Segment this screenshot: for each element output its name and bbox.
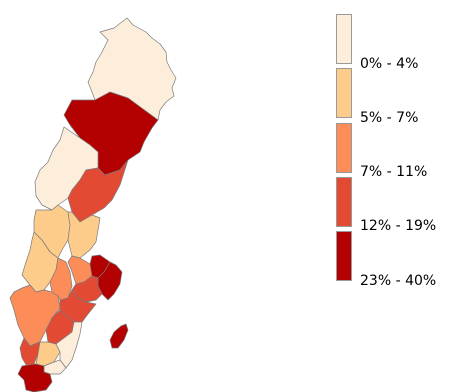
legend-swatch — [336, 231, 352, 281]
region-gotland — [109, 323, 129, 349]
legend-swatch — [336, 14, 352, 64]
legend-swatch — [336, 68, 352, 118]
map-legend: 0% - 4% 5% - 7% 7% - 11% 12% - 19% 23% -… — [336, 14, 451, 289]
legend-swatch — [336, 177, 352, 227]
legend-swatch — [336, 123, 352, 173]
region-skane — [17, 363, 53, 392]
legend-label: 12% - 19% — [360, 218, 437, 234]
region-gavleborg — [67, 211, 101, 259]
legend-label: 23% - 40% — [360, 273, 437, 289]
region-stockholm — [97, 261, 123, 301]
legend-label: 7% - 11% — [360, 164, 428, 180]
legend-label: 5% - 7% — [360, 110, 419, 126]
region-norrbotten — [87, 17, 177, 121]
sweden-map — [9, 17, 177, 392]
legend-label: 0% - 4% — [360, 56, 419, 72]
